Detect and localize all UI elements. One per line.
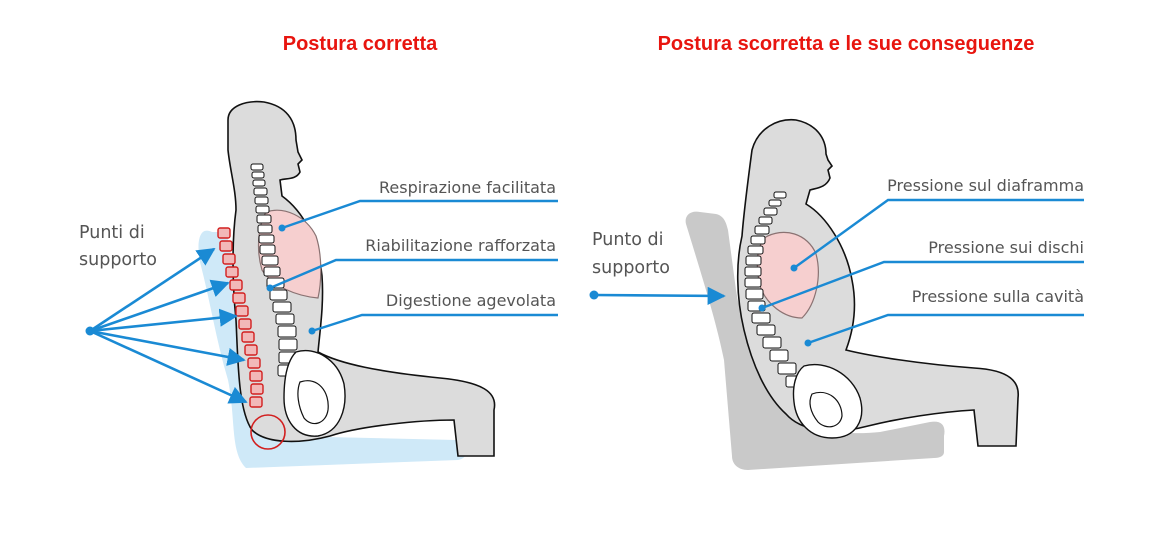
callout-lines-left — [266, 199, 558, 335]
support-vertebrae — [217, 227, 264, 408]
support-points-label-line2: supporto — [79, 250, 157, 270]
correct-posture-title: Postura corretta — [283, 33, 438, 55]
label-digestione: Digestione agevolata — [386, 291, 556, 310]
label-cavita: Pressione sulla cavità — [912, 287, 1084, 306]
incorrect-posture-title: Postura scorretta e le sue conseguenze — [658, 33, 1035, 55]
support-arrows — [85, 247, 248, 404]
chair — [685, 211, 945, 470]
support-point-label-line2: supporto — [592, 258, 670, 278]
callout-lines-right — [758, 198, 1084, 347]
label-riabilitazione: Riabilitazione rafforzata — [365, 236, 556, 255]
support-point-label-line1: Punto di — [592, 230, 664, 250]
support-points-label-line1: Punti di — [79, 223, 145, 243]
support-arrow-right — [589, 286, 726, 305]
correct-posture-panel: Postura corretta — [79, 33, 558, 468]
pelvis-inner-incorrect — [809, 391, 843, 428]
spine-incorrect — [744, 191, 804, 388]
tailbone-support — [250, 414, 286, 450]
pelvis-inner-correct — [297, 380, 329, 425]
label-diaframma: Pressione sul diaframma — [887, 176, 1084, 195]
incorrect-posture-panel: Postura scorretta e le sue conseguenze — [589, 33, 1084, 470]
label-respirazione: Respirazione facilitata — [379, 178, 556, 197]
label-dischi: Pressione sui dischi — [928, 238, 1084, 257]
